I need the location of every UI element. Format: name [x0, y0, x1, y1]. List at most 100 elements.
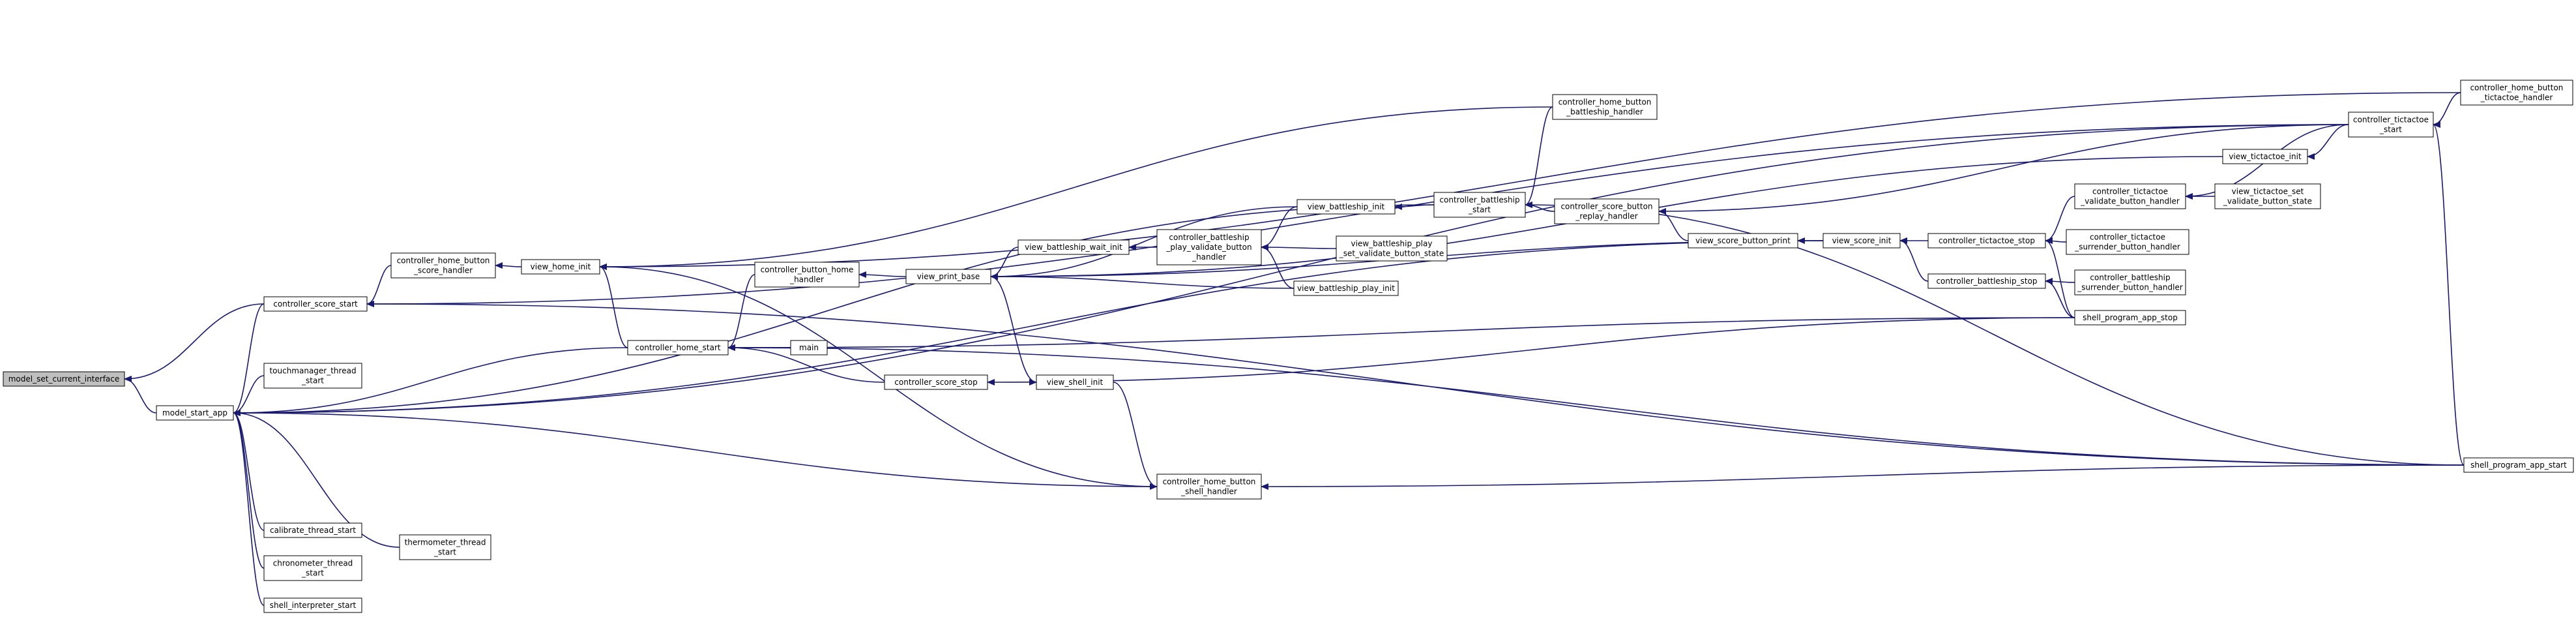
- node-label: _shell_handler: [1180, 487, 1237, 496]
- node-view_battleship_play_set_validate_button_state[interactable]: view_battleship_play_set_validate_button…: [1336, 235, 1448, 262]
- edge-path: [2045, 237, 2075, 318]
- node-box[interactable]: [2074, 310, 2186, 325]
- node-box[interactable]: [2460, 80, 2573, 106]
- node-box[interactable]: [2222, 149, 2308, 164]
- node-controller_home_button_tictactoe_handler[interactable]: controller_home_button_tictactoe_handler: [2460, 80, 2573, 106]
- node-box[interactable]: [521, 259, 600, 275]
- node-box[interactable]: [2066, 229, 2189, 255]
- node-box[interactable]: [263, 522, 362, 538]
- node-controller_home_button_score_handler[interactable]: controller_home_button_score_handler: [390, 252, 496, 279]
- node-thermometer_thread_start[interactable]: thermometer_thread_start: [399, 534, 491, 560]
- edge-controller_score_start-to-model_set_current_interface: [124, 303, 265, 382]
- node-box[interactable]: [1336, 235, 1448, 262]
- node-shell_interpreter_start[interactable]: shell_interpreter_start: [263, 597, 362, 613]
- node-controller_home_button_battleship_handler[interactable]: controller_home_button_battleship_handle…: [1552, 94, 1658, 120]
- node-controller_home_button_shell_handler[interactable]: controller_home_button_shell_handler: [1156, 474, 1262, 500]
- node-box[interactable]: [884, 374, 988, 390]
- node-controller_score_button_replay_handler[interactable]: controller_score_button_replay_handler: [1554, 198, 1660, 224]
- node-view_score_button_print[interactable]: view_score_button_print: [1688, 233, 1798, 249]
- node-box[interactable]: [1552, 94, 1658, 120]
- node-box[interactable]: [1822, 233, 1901, 249]
- node-box[interactable]: [1554, 198, 1660, 224]
- node-calibrate_thread_start[interactable]: calibrate_thread_start: [263, 522, 362, 538]
- edge-controller_score_button_replay_handler-to-controller_battleship_start: [1525, 202, 1555, 212]
- node-view_battleship_wait_init[interactable]: view_battleship_wait_init: [1017, 239, 1130, 255]
- node-box[interactable]: [263, 296, 368, 312]
- node-shell_program_app_start[interactable]: shell_program_app_start: [2463, 457, 2574, 473]
- node-box[interactable]: [1927, 233, 2046, 249]
- node-box[interactable]: [263, 597, 362, 613]
- node-controller_battleship_stop[interactable]: controller_battleship_stop: [1927, 273, 2046, 289]
- node-box[interactable]: [1927, 273, 2046, 289]
- node-box[interactable]: [1156, 229, 1262, 265]
- edge-controller_tictactoe_start-to-view_tictactoe_init: [2307, 124, 2349, 160]
- node-box[interactable]: [1688, 233, 1798, 249]
- node-view_tictactoe_init[interactable]: view_tictactoe_init: [2222, 149, 2308, 164]
- node-view_score_init[interactable]: view_score_init: [1822, 233, 1901, 249]
- node-controller_battleship_surrender_button_handler[interactable]: controller_battleship_surrender_button_h…: [2074, 269, 2186, 295]
- edge-view_home_init-to-controller_home_button_score_handler: [495, 262, 522, 269]
- edge-view_print_base-to-view_shell_init: [990, 276, 1037, 385]
- edge-path: [599, 264, 1158, 487]
- node-box[interactable]: [1156, 474, 1262, 500]
- node-box[interactable]: [263, 363, 362, 389]
- node-box[interactable]: [1036, 374, 1114, 390]
- node-label: _handler: [1192, 252, 1226, 262]
- node-view_home_init[interactable]: view_home_init: [521, 259, 600, 275]
- node-box[interactable]: [2214, 183, 2321, 209]
- node-controller_tictactoe_validate_button_handler[interactable]: controller_tictactoe_validate_button_han…: [2074, 183, 2186, 209]
- edge-model_start_app-to-model_set_current_interface: [124, 376, 157, 414]
- node-box[interactable]: [627, 340, 729, 355]
- node-box[interactable]: [2074, 183, 2186, 209]
- node-label: controller_score_button: [1560, 202, 1652, 211]
- edge-path: [366, 265, 392, 307]
- node-box[interactable]: [2348, 112, 2434, 138]
- node-box[interactable]: [1433, 192, 1526, 218]
- node-controller_battleship_start[interactable]: controller_battleship_start: [1433, 192, 1526, 218]
- edge-path: [1113, 382, 1158, 490]
- node-label: _surrender_button_handler: [2077, 283, 2183, 292]
- node-controller_score_stop[interactable]: controller_score_stop: [884, 374, 988, 390]
- node-shell_program_app_stop[interactable]: shell_program_app_stop: [2074, 310, 2186, 325]
- node-box[interactable]: [399, 534, 491, 560]
- node-box[interactable]: [754, 262, 860, 288]
- edge-controller_home_button_battleship_handler-to-view_home_init: [599, 106, 1553, 270]
- node-label: shell_program_app_start: [2470, 460, 2567, 470]
- node-box[interactable]: [790, 340, 828, 355]
- node-controller_tictactoe_stop[interactable]: controller_tictactoe_stop: [1927, 233, 2046, 249]
- node-view_shell_init[interactable]: view_shell_init: [1036, 374, 1114, 390]
- node-label: view_print_base: [917, 272, 980, 281]
- edge-path: [233, 124, 2349, 416]
- edge-path: [233, 410, 265, 531]
- node-controller_tictactoe_surrender_button_handler[interactable]: controller_tictactoe_surrender_button_ha…: [2066, 229, 2189, 255]
- node-view_tictactoe_set_validate_button_state[interactable]: view_tictactoe_set_validate_button_state: [2214, 183, 2321, 209]
- node-box[interactable]: [390, 252, 496, 279]
- node-box[interactable]: [1296, 199, 1396, 215]
- node-box[interactable]: [1293, 280, 1399, 296]
- node-main[interactable]: main: [790, 340, 828, 355]
- node-controller_tictactoe_start[interactable]: controller_tictactoe_start: [2348, 112, 2434, 138]
- node-controller_button_home_handler[interactable]: controller_button_home_handler: [754, 262, 860, 288]
- node-box[interactable]: [2463, 457, 2574, 473]
- node-controller_home_start[interactable]: controller_home_start: [627, 340, 729, 355]
- node-touchmanager_thread_start[interactable]: touchmanager_thread_start: [263, 363, 362, 389]
- edge-path: [233, 410, 265, 606]
- node-box[interactable]: [156, 405, 234, 421]
- node-box[interactable]: [3, 371, 125, 387]
- node-view_print_base[interactable]: view_print_base: [905, 269, 991, 284]
- node-model_start_app[interactable]: model_start_app: [156, 405, 234, 421]
- node-box[interactable]: [1017, 239, 1130, 255]
- node-controller_score_start[interactable]: controller_score_start: [263, 296, 368, 312]
- node-chronometer_thread_start[interactable]: chronometer_thread_start: [263, 555, 362, 581]
- node-view_battleship_init[interactable]: view_battleship_init: [1296, 199, 1396, 215]
- node-controller_battleship_play_validate_button_handler[interactable]: controller_battleship_play_validate_butt…: [1156, 229, 1262, 265]
- node-box[interactable]: [263, 555, 362, 581]
- node-model_set_current_interface[interactable]: model_set_current_interface: [3, 371, 125, 387]
- edge-shell_program_app_stop-to-controller_home_start: [727, 317, 2075, 351]
- node-view_battleship_play_init[interactable]: view_battleship_play_init: [1293, 280, 1399, 296]
- node-box[interactable]: [2074, 269, 2186, 295]
- node-box[interactable]: [905, 269, 991, 284]
- node-label: thermometer_thread: [405, 538, 486, 547]
- node-label: _tictactoe_handler: [2480, 93, 2553, 102]
- node-label: calibrate_thread_start: [270, 526, 356, 535]
